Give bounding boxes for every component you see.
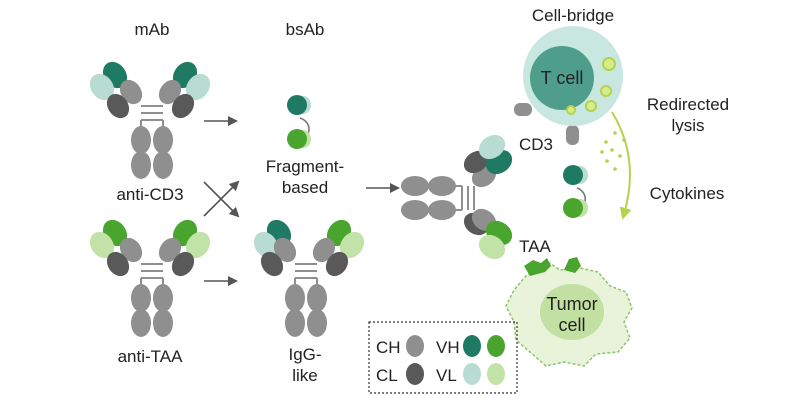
tumor-cell	[505, 257, 633, 367]
legend-vh-swatch-cd3	[463, 335, 481, 357]
cd3-label: CD3	[519, 135, 553, 154]
cytokine-dots	[600, 131, 626, 171]
cell-bridge-title: Cell-bridge	[532, 6, 614, 25]
legend-vl-swatch-taa	[487, 363, 505, 385]
cytokines-label: Cytokines	[650, 184, 725, 203]
tumor-cell-label-2: cell	[558, 315, 585, 335]
legend-vl-label: VL	[436, 366, 457, 385]
redirected-lysis-label-1: Redirected	[647, 95, 729, 114]
legend-cl-swatch	[406, 363, 424, 385]
mab-title: mAb	[135, 20, 170, 39]
legend: CH VH CL VL	[368, 321, 518, 394]
taa-label: TAA	[519, 237, 551, 256]
lysis-arrow	[611, 111, 632, 220]
legend-cl-label: CL	[376, 366, 398, 385]
legend-ch-swatch	[406, 335, 424, 357]
legend-vh-label: VH	[436, 338, 460, 357]
igg-like-bsab	[253, 219, 365, 337]
cross-arrow-up	[203, 180, 240, 217]
bridging-bsab	[401, 134, 513, 260]
bsab-title: bsAb	[286, 20, 325, 39]
anti-cd3-label: anti-CD3	[116, 185, 183, 204]
bridging-fragment-bsab	[563, 165, 588, 218]
anti-taa-antibody	[89, 219, 211, 337]
igg-like-label-1: IgG-	[288, 345, 321, 364]
legend-vh-swatch-taa	[487, 335, 505, 357]
t-cell	[514, 26, 623, 145]
redirected-lysis-label-2: lysis	[671, 116, 704, 135]
tumor-cell-label-1: Tumor	[546, 294, 597, 314]
legend-ch-label: CH	[376, 338, 401, 357]
t-cell-label: T cell	[541, 68, 584, 88]
fragment-based-bsab	[287, 95, 311, 149]
fragment-based-label-2: based	[282, 178, 328, 197]
anti-taa-label: anti-TAA	[118, 347, 184, 366]
legend-vl-swatch-cd3	[463, 363, 481, 385]
fragment-based-label-1: Fragment-	[266, 157, 344, 176]
igg-like-label-2: like	[292, 366, 318, 385]
anti-cd3-antibody	[89, 61, 211, 179]
